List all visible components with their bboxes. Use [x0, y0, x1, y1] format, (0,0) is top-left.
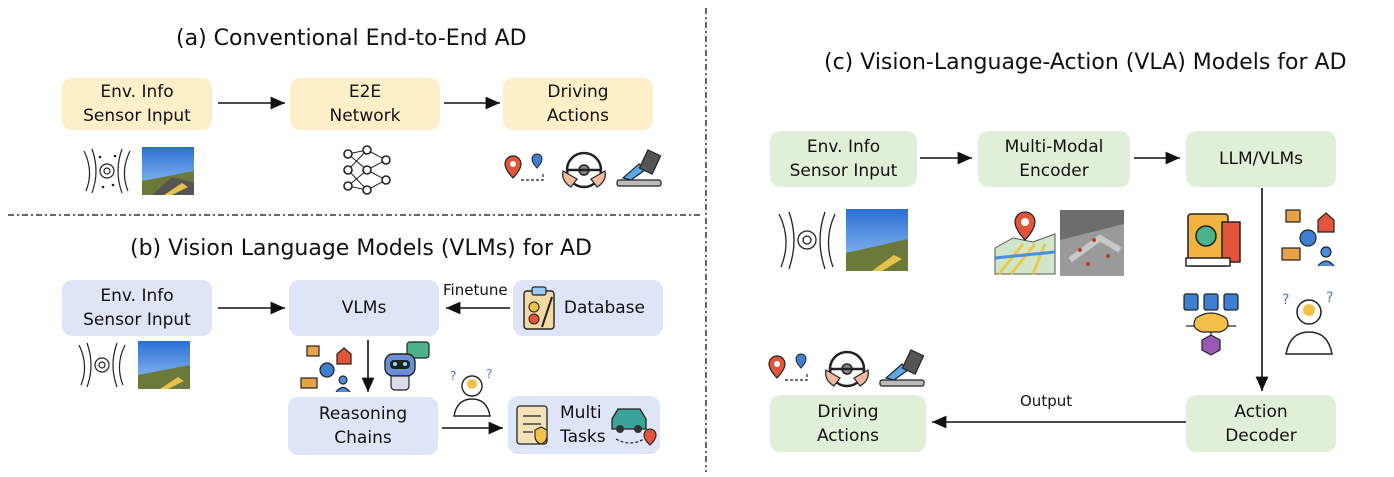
box-line: Tasks: [560, 427, 606, 447]
box-line: Driving: [547, 82, 609, 102]
box-line: Multi-Modal: [1004, 137, 1104, 157]
panel-b-title: (b) Vision Language Models (VLMs) for AD: [130, 236, 592, 261]
steering-wheel-icon: [825, 350, 869, 388]
panel-a-input-box: Env. Info Sensor Input: [62, 78, 212, 130]
box-line: Actions: [546, 106, 610, 126]
box-line: Reasoning: [318, 404, 408, 424]
box-line: Encoder: [1019, 161, 1089, 181]
box-line: Sensor Input: [789, 161, 898, 181]
logistics-icon: [1281, 209, 1335, 267]
panel-b-input-box: Env. Info Sensor Input: [62, 280, 212, 336]
box-line: E2E: [348, 82, 382, 102]
box-line: Actions: [816, 425, 880, 446]
task-scroll-icon: [516, 405, 548, 445]
svg-text:?: ?: [1282, 292, 1289, 308]
box-line: Env. Info: [100, 82, 174, 102]
svg-text:?: ?: [486, 368, 492, 381]
camera-image-icon: [846, 209, 908, 271]
panel-a-actions-box: Driving Actions: [503, 78, 653, 130]
panel-b-vlms-box: VLMs: [289, 280, 439, 336]
map-route-icon: [994, 211, 1056, 275]
pedal-foot-icon: [879, 349, 925, 387]
box-line: VLMs: [341, 298, 387, 318]
box-line: Sensor Input: [83, 310, 191, 330]
segmentation-image-icon: [1060, 210, 1124, 276]
logistics-icon: [300, 345, 352, 393]
pedal-foot-icon: [616, 149, 662, 187]
camera-image-icon: [142, 147, 194, 195]
box-line: Env. Info: [100, 286, 174, 306]
panel-a-title: (a) Conventional End-to-End AD: [176, 26, 527, 51]
panel-c-title: (c) Vision-Language-Action (VLA) Models …: [824, 50, 1347, 75]
ai-network-icon: [1183, 293, 1239, 356]
box-line: Env. Info: [806, 137, 881, 157]
box-line: Driving: [817, 401, 879, 422]
box-line: Chains: [334, 428, 392, 448]
robot-chat-icon: [384, 341, 430, 391]
panel-c-input-box: Env. Info Sensor Input: [770, 131, 917, 187]
box-line: Database: [563, 298, 645, 318]
box-line: Multi: [560, 403, 602, 423]
panel-c-actions-box: Driving Actions: [770, 395, 926, 452]
box-line: Decoder: [1225, 425, 1297, 446]
knowledge-book-icon: [1185, 213, 1241, 267]
thinking-person-icon: ? ?: [450, 368, 492, 417]
panel-c-llm-box: LLM/VLMs: [1186, 131, 1336, 187]
panel-c-encoder-box: Multi-Modal Encoder: [978, 131, 1130, 187]
neural-network-icon: [343, 145, 391, 195]
box-line: Action: [1234, 401, 1288, 422]
panel-c-decoder-box: Action Decoder: [1186, 395, 1336, 452]
camera-image-icon: [138, 341, 190, 389]
svg-text:?: ?: [1326, 290, 1333, 306]
lidar-image-icon: [80, 147, 134, 195]
lidar-image-icon: [774, 209, 840, 271]
steering-wheel-icon: [562, 151, 606, 189]
panel-b-reasoning-box: Reasoning Chains: [288, 397, 438, 455]
box-line: LLM/VLMs: [1219, 149, 1303, 169]
panel-a-network-box: E2E Network: [290, 78, 440, 130]
database-clipboard-icon: [523, 286, 555, 330]
output-label: Output: [1020, 392, 1073, 410]
route-pin-icon: [504, 153, 544, 181]
car-route-icon: [611, 408, 657, 446]
box-line: Network: [329, 106, 401, 126]
thinking-person-icon: ? ?: [1282, 290, 1333, 355]
svg-text:?: ?: [450, 369, 456, 383]
route-pin-icon: [768, 353, 808, 381]
box-line: Sensor Input: [83, 106, 191, 126]
finetune-label: Finetune: [443, 281, 508, 299]
lidar-image-icon: [75, 341, 129, 389]
